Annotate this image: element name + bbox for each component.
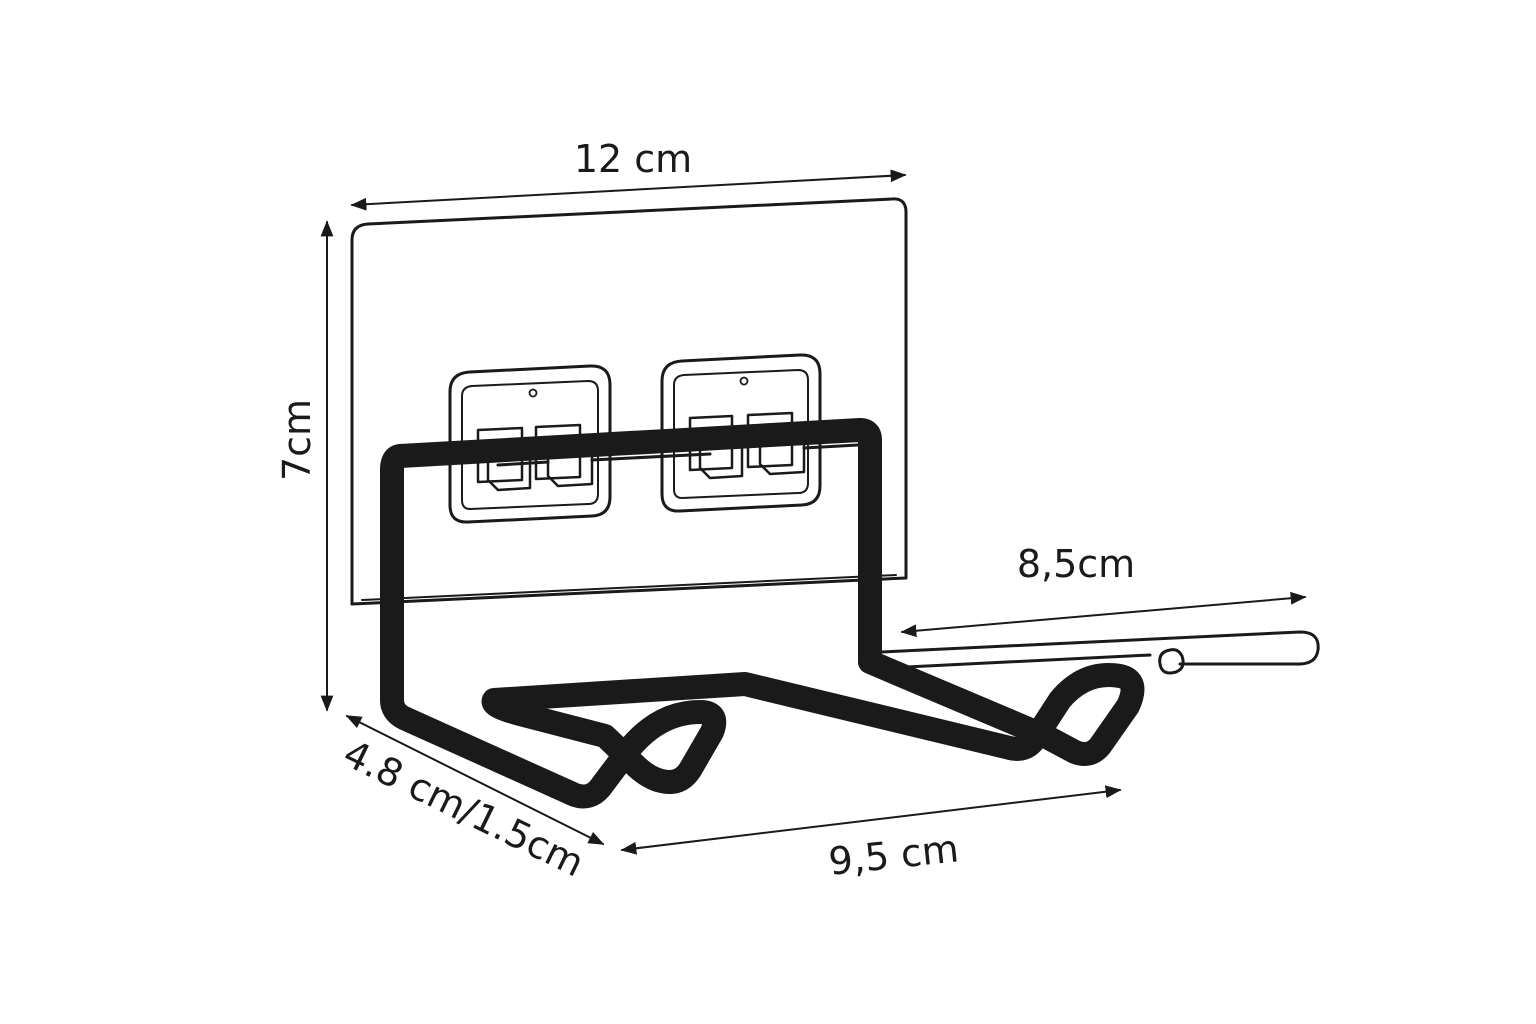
width-label: 12 cm <box>574 137 692 181</box>
arm-label: 8,5cm <box>1017 542 1135 586</box>
base-label: 9,5 cm <box>826 826 960 883</box>
height-label: 7cm <box>275 399 319 481</box>
arm-dimension-line <box>900 591 1307 638</box>
wire-frame <box>380 418 1145 809</box>
side-arm <box>880 630 1320 675</box>
base-dimension-line <box>620 785 1122 855</box>
top-rail <box>496 429 860 467</box>
back-plate <box>350 197 908 606</box>
dimension-lines <box>320 169 1307 855</box>
width-dimension-line <box>350 169 907 211</box>
depth-dimension-line <box>345 715 605 845</box>
